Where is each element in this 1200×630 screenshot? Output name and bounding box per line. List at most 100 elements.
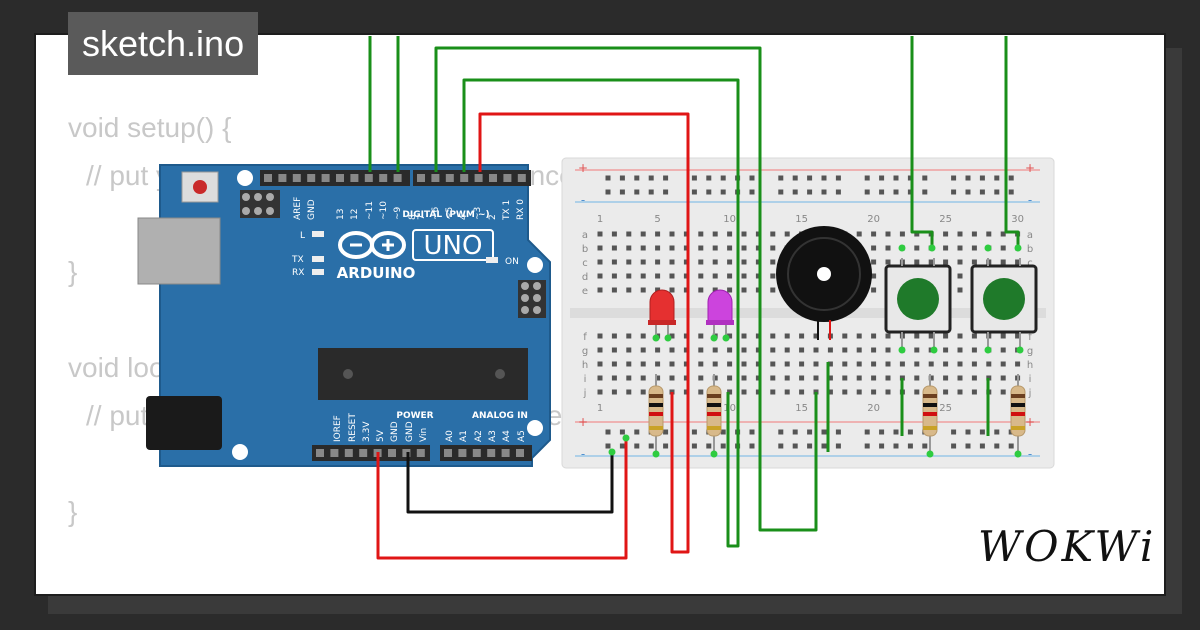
breadboard-row-letter: i: [584, 374, 587, 385]
wire-red-pin3-led[interactable]: [478, 112, 690, 554]
arduino-pin-label: 12: [350, 209, 360, 220]
led-label-l: L: [300, 231, 305, 241]
arduino-pin-label: ~11: [365, 201, 375, 220]
breadboard-row-letter: g: [1027, 346, 1033, 357]
arduino-pin-label: 13: [336, 209, 346, 220]
mounting-hole: [527, 257, 543, 273]
breadboard-row-letter: d: [582, 272, 588, 283]
breadboard-column-number: 10: [723, 403, 736, 414]
power-jack: [146, 396, 222, 450]
arduino-pin-label: A5: [517, 430, 527, 442]
wire-green-pin6-buzzer[interactable]: [434, 46, 818, 532]
led-label-tx: TX: [291, 255, 304, 265]
code-line: void setup() {: [68, 112, 232, 143]
breadboard-row-letter: c: [1027, 258, 1033, 269]
wire-green-button1[interactable]: [910, 36, 934, 246]
arduino-logo-icon: [338, 231, 406, 259]
resistor-4[interactable]: [1010, 374, 1026, 454]
wire-red-5v[interactable]: [376, 438, 628, 560]
power-label: POWER: [396, 411, 433, 421]
arduino-pin-label: GND: [390, 421, 400, 442]
digital-pwm-label: DIGITAL (PWM ~): [402, 210, 489, 220]
arduino-pin-label: 5V: [376, 429, 386, 442]
led-label-rx: RX: [292, 268, 304, 278]
power-rail-sign: -: [1028, 193, 1032, 207]
piezo-buzzer[interactable]: [776, 226, 872, 340]
breadboard-row-letter: e: [582, 286, 588, 297]
reset-button[interactable]: [193, 180, 207, 194]
usb-port: [137, 217, 221, 285]
mounting-hole: [237, 170, 253, 186]
arduino-pin-label: 7: [417, 214, 427, 220]
mounting-hole: [527, 420, 543, 436]
breadboard-column-number: 25: [939, 403, 952, 414]
wire-black-gnd[interactable]: [406, 450, 614, 514]
arduino-pin-label: GND: [307, 199, 317, 220]
wires[interactable]: [368, 36, 1020, 560]
board-brand-label: ARDUINO: [337, 264, 416, 282]
breadboard-column-number: 25: [939, 214, 952, 225]
resistor-2[interactable]: [706, 374, 722, 454]
arduino-pin-label: 8: [408, 214, 418, 220]
arduino-pin-label: ~9: [393, 206, 403, 220]
code-line: }: [68, 496, 78, 527]
arduino-pin-label: RESET: [348, 413, 358, 442]
breadboard-row-letter: h: [582, 360, 588, 371]
breadboard-column-number: 20: [867, 214, 880, 225]
arduino-pin-label: ~10: [379, 201, 389, 220]
arduino-pin-label: RX 0: [516, 199, 526, 220]
breadboard-column-number: 30: [1011, 214, 1024, 225]
led-label-on: ON: [505, 257, 519, 267]
code-line: }: [68, 256, 78, 287]
breadboard-column-number: 5: [654, 214, 660, 225]
breadboard-row-letter: j: [1028, 388, 1032, 399]
analog-in-label: ANALOG IN: [472, 411, 528, 421]
breadboard-row-letter: a: [582, 230, 588, 241]
resistor-3[interactable]: [922, 374, 938, 454]
breadboard-column-number: 20: [867, 403, 880, 414]
arduino-pin-label: A3: [488, 430, 498, 442]
power-rail-sign: -: [581, 193, 585, 207]
arduino-pin-label: ~6: [431, 206, 441, 220]
power-header: [312, 445, 430, 461]
arduino-pin-label: A2: [474, 430, 484, 442]
breadboard-row-letter: i: [1029, 374, 1032, 385]
arduino-pin-label: 3.3V: [362, 421, 372, 442]
breadboard-column-number: 1: [597, 403, 603, 414]
arduino-pin-label: 4: [459, 214, 469, 220]
breadboard-row-letter: j: [583, 388, 587, 399]
breadboard-row-letter: f: [583, 332, 587, 343]
arduino-pin-label: A1: [459, 430, 469, 442]
power-rail-sign: +: [578, 161, 588, 175]
breadboard-row-letter: g: [582, 346, 588, 357]
wire-green-button2[interactable]: [1004, 36, 1020, 246]
arduino-pin-label: ~5: [445, 207, 455, 220]
resistor-1[interactable]: [648, 374, 664, 454]
arduino-pin-label: IOREF: [333, 415, 343, 442]
arduino-pin-label: AREF: [293, 197, 303, 220]
arduino-pin-label: A4: [502, 430, 512, 442]
breadboard-column-number: 10: [723, 214, 736, 225]
power-rail-sign: +: [1025, 161, 1035, 175]
board-model-label: UNO: [424, 231, 483, 261]
arduino-pin-label: TX 1: [502, 200, 512, 221]
arduino-pin-label: GND: [405, 421, 415, 442]
wire-green-pin4-led[interactable]: [462, 78, 740, 548]
push-button-1[interactable]: [884, 258, 952, 348]
power-rail-sign: -: [581, 447, 585, 461]
arduino-pin-label: A0: [445, 430, 455, 442]
breadboard-row-letter: f: [1028, 332, 1032, 343]
breadboard-column-number: 15: [795, 214, 808, 225]
breadboard-column-number: 1: [597, 214, 603, 225]
push-button-2[interactable]: [970, 258, 1038, 348]
arduino-pin-label: ~3: [473, 207, 483, 220]
breadboard-row-letter: b: [1027, 244, 1033, 255]
arduino-pin-label: Vin: [419, 428, 429, 442]
breadboard-row-letter: b: [582, 244, 588, 255]
sketch-filename-badge[interactable]: sketch.ino: [68, 12, 259, 75]
digital-header-right: [413, 170, 531, 186]
led-red[interactable]: [648, 289, 676, 338]
wokwi-logo: WOKWi: [978, 522, 1157, 571]
